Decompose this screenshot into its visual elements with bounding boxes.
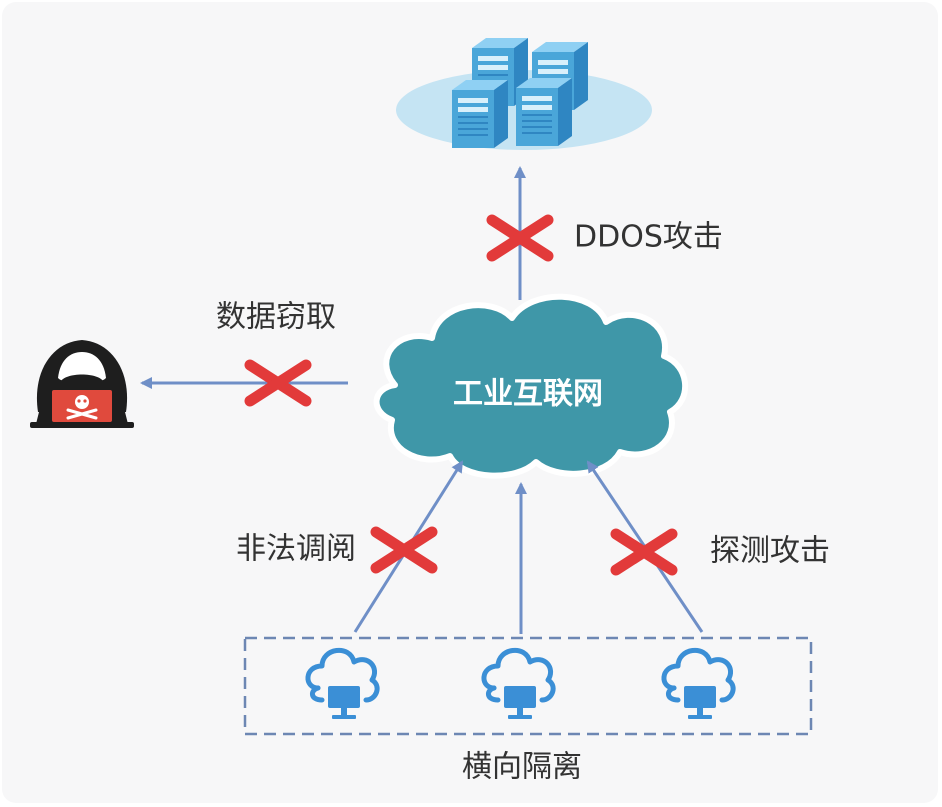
ddos-label: DDOS攻击 xyxy=(574,220,723,255)
server-cluster-icon xyxy=(396,38,652,150)
illegal-access-label: 非法调阅 xyxy=(236,532,356,567)
data-theft-label: 数据窃取 xyxy=(216,300,336,335)
probe-label: 探测攻击 xyxy=(710,534,830,569)
isolation-label: 横向隔离 xyxy=(462,750,582,785)
cloud-computer-icon xyxy=(664,650,733,719)
cloud-computer-icon xyxy=(484,650,553,719)
probe-block-icon xyxy=(616,534,672,570)
cloud-label: 工业互联网 xyxy=(453,377,603,412)
cloud-computer-icon xyxy=(308,650,377,719)
isolation-zone xyxy=(243,636,813,736)
illegal-access-block-icon xyxy=(376,532,432,568)
hacker-icon xyxy=(30,340,134,428)
industrial-internet-cloud xyxy=(373,293,688,479)
